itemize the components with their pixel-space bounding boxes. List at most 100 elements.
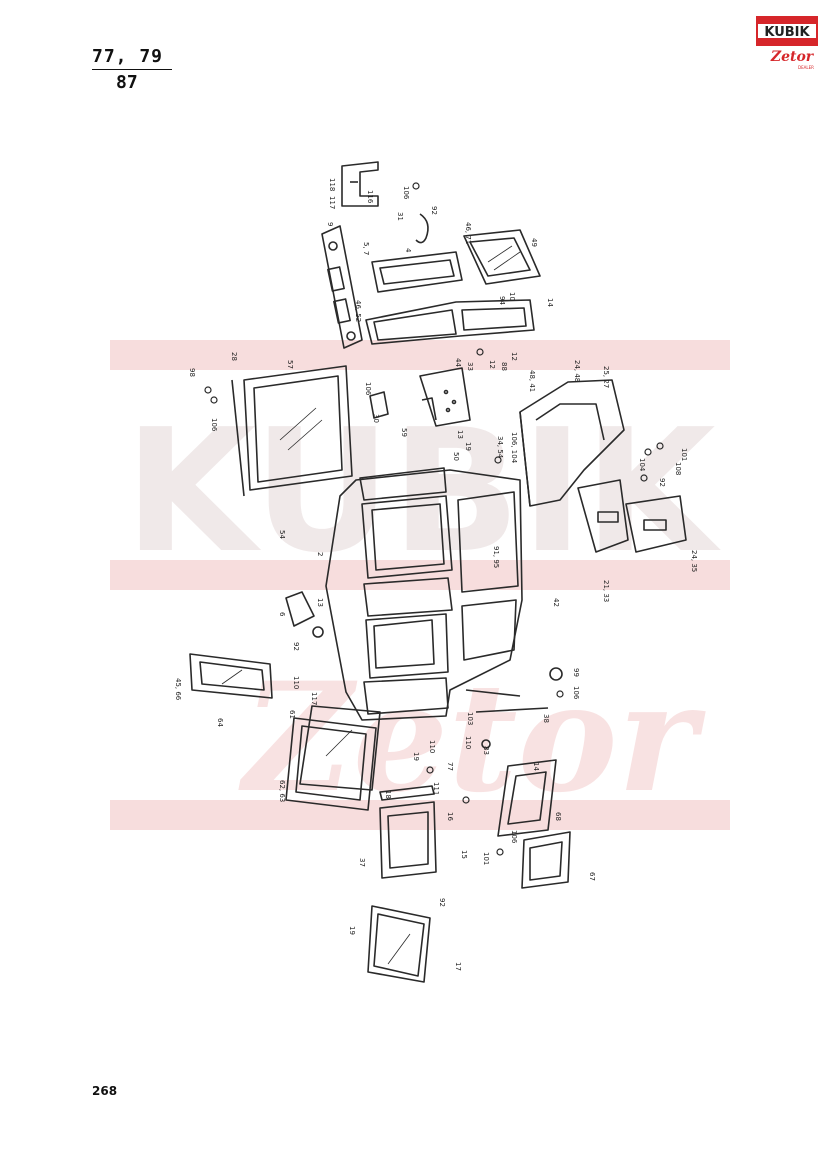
linkage-rod-part bbox=[465, 667, 563, 749]
callout-number: 77 bbox=[446, 762, 454, 771]
callout-number: 13 bbox=[316, 598, 324, 607]
rear-roof-window-part bbox=[463, 229, 541, 285]
grommet-part bbox=[312, 626, 324, 638]
callout-number: 106 bbox=[402, 186, 410, 200]
callout-number: 14 bbox=[546, 298, 554, 307]
door-frame-part bbox=[285, 717, 377, 811]
callout-number: 12 bbox=[488, 360, 496, 369]
callout-number: 24, 48 bbox=[573, 360, 581, 382]
callout-number: 19 bbox=[464, 442, 472, 451]
callout-number: 19 bbox=[412, 752, 420, 761]
callout-number: 15 bbox=[460, 850, 468, 859]
callout-number: 50 bbox=[452, 452, 460, 461]
callout-number: 111 bbox=[432, 782, 440, 795]
callout-number: 92 bbox=[430, 206, 438, 215]
side-brackets-part bbox=[577, 479, 687, 553]
callout-number: 92 bbox=[292, 642, 300, 651]
callout-number: 106, 104 bbox=[510, 432, 518, 464]
roof-side-panel-part bbox=[321, 225, 363, 349]
callout-number: 14 bbox=[532, 762, 540, 771]
callout-number: 42 bbox=[552, 598, 560, 607]
callout-number: 2 bbox=[316, 552, 324, 556]
callout-number: 106 bbox=[572, 686, 580, 700]
top-bracket-part bbox=[341, 161, 379, 207]
callout-number: 31 bbox=[396, 212, 404, 221]
kubik-watermark: KUBIK Zetor bbox=[110, 340, 730, 830]
callout-number: 68 bbox=[554, 812, 562, 821]
callout-number: 18 bbox=[384, 790, 392, 799]
callout-number: 108 bbox=[674, 462, 682, 475]
callout-number: 46, 52 bbox=[354, 300, 362, 322]
fasteners-part bbox=[204, 182, 664, 856]
kubik-zetor-logo: KUBIK Zetor DEALER bbox=[756, 16, 818, 70]
callout-number: 106 bbox=[510, 830, 518, 844]
callout-number: 19 bbox=[348, 926, 356, 935]
callout-number: 101 bbox=[482, 852, 490, 865]
callout-number: 103 bbox=[466, 712, 474, 725]
callout-number: 110 bbox=[428, 740, 436, 753]
callout-number: 83 bbox=[482, 746, 490, 755]
callout-number: 54 bbox=[278, 530, 286, 539]
callout-number: 38 bbox=[542, 714, 550, 723]
callout-number: 106 bbox=[210, 418, 218, 432]
corner-window-part bbox=[521, 831, 571, 889]
callout-number: 92 bbox=[658, 478, 666, 487]
callout-number: 48, 41 bbox=[528, 370, 536, 392]
access-panel-part bbox=[497, 759, 557, 837]
callout-number: 117 bbox=[310, 692, 318, 705]
logo-brand-text: KUBIK bbox=[764, 25, 810, 40]
callout-number: 46, 71 bbox=[464, 222, 472, 244]
callout-number: 59 bbox=[400, 428, 408, 437]
callout-number: 49 bbox=[530, 238, 538, 247]
callout-number: 67 bbox=[588, 872, 596, 881]
main-cab-frame-part bbox=[325, 467, 523, 721]
callout-number: 62, 63 bbox=[278, 780, 286, 802]
callout-number: 106 bbox=[364, 382, 372, 396]
callout-number: 21, 33 bbox=[602, 580, 610, 602]
roof-frame-part bbox=[365, 299, 535, 345]
grab-handle-part bbox=[415, 213, 429, 244]
callout-number: 94 bbox=[498, 296, 506, 305]
callout-number: 5, 7 bbox=[362, 242, 370, 255]
logo-caption: DEALER bbox=[798, 65, 814, 70]
callout-number: 33 bbox=[466, 362, 474, 371]
title-block: 77, 79 87 bbox=[92, 46, 172, 93]
callout-number: 99 bbox=[572, 668, 580, 677]
callout-number: 34, 54 bbox=[496, 436, 504, 459]
hinge-strip-part bbox=[379, 785, 435, 801]
callout-number: 61 bbox=[288, 710, 296, 719]
logo-white-band bbox=[758, 24, 816, 38]
rear-heater-housing-part bbox=[519, 379, 625, 507]
callout-number: 57 bbox=[286, 360, 294, 369]
page-number: 268 bbox=[92, 1084, 118, 1098]
callout-number: 25, 27 bbox=[602, 366, 610, 388]
callout-number: 98 bbox=[188, 368, 196, 377]
logo-sub-text: Zetor bbox=[770, 49, 815, 65]
callout-number: 104 bbox=[638, 458, 646, 472]
callout-number: 37 bbox=[358, 858, 366, 867]
section-number: 87 bbox=[116, 72, 138, 93]
seat-part bbox=[419, 367, 471, 427]
callout-number: 10 bbox=[508, 292, 516, 301]
callout-number: 9 bbox=[326, 222, 334, 226]
callout-number: 13 bbox=[456, 430, 464, 439]
quarter-window-part bbox=[285, 591, 315, 627]
rear-small-window-part bbox=[379, 801, 437, 879]
callout-number: 45, 66 bbox=[174, 678, 182, 701]
callout-number: 91, 95 bbox=[492, 546, 500, 568]
callout-number: 24, 35 bbox=[690, 550, 698, 572]
callout-number: 12 bbox=[510, 352, 518, 361]
callout-number: 30 bbox=[372, 414, 380, 423]
callout-number: 118 bbox=[328, 178, 336, 191]
lower-side-window-part bbox=[189, 653, 273, 699]
model-numbers: 77, 79 bbox=[92, 46, 172, 70]
callout-number: 117 bbox=[328, 196, 336, 209]
callout-number: 4 bbox=[404, 248, 412, 253]
callout-number: 6 bbox=[278, 612, 286, 617]
callout-number: 101 bbox=[680, 448, 688, 461]
bottom-window-part bbox=[367, 905, 431, 983]
callout-number: 110 bbox=[464, 736, 472, 749]
roof-window-part bbox=[371, 251, 463, 293]
